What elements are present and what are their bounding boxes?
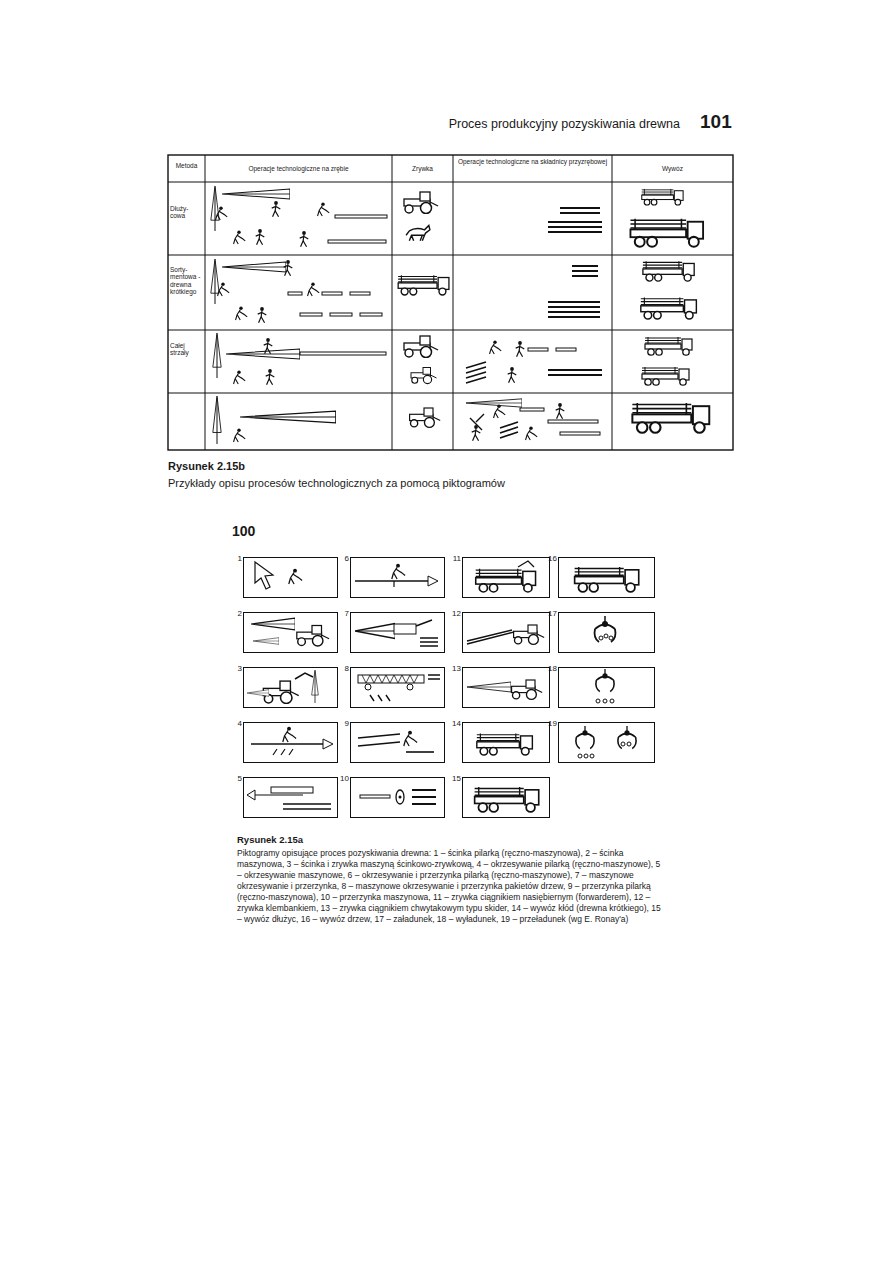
pictogram-box: 19 <box>558 722 655 763</box>
figure-number: Rysunek 2.15a <box>237 834 437 845</box>
pictogram-box: 13 <box>462 667 550 708</box>
pictogram-10 <box>360 790 436 804</box>
pictogram-box: 11 <box>462 557 550 598</box>
callout-number: 8 <box>345 665 349 673</box>
callout-number: 7 <box>345 610 349 618</box>
pictogram-1 <box>255 562 302 589</box>
pictogram-19 <box>576 726 636 758</box>
table-header: Wywóz <box>613 165 732 172</box>
pictogram-box: 6 <box>350 557 445 598</box>
callout-number: 3 <box>238 665 242 673</box>
pictogram-18 <box>596 669 614 703</box>
pictogram-17 <box>595 616 616 642</box>
pictogram-11 <box>476 561 536 592</box>
pictogram-box: 8 <box>350 667 445 708</box>
pictogram-9 <box>358 731 434 752</box>
table-grid <box>168 155 733 450</box>
pictogram-box: 5 <box>243 777 338 818</box>
callout-number: 18 <box>548 665 557 673</box>
pictogram-box: 16 <box>558 557 655 598</box>
pictogram-box: 17 <box>558 612 655 653</box>
pictogram-box: 2 <box>243 612 338 653</box>
row-pictograms <box>211 186 703 247</box>
callout-number: 16 <box>548 555 557 563</box>
pictogram-2 <box>251 618 329 646</box>
running-header: Proces produkcyjny pozyskiwania drewna <box>410 117 680 132</box>
figure-number: Rysunek 2.15b <box>168 460 368 473</box>
pictogram-box: 1 <box>243 557 338 598</box>
table-header: Operacje technologiczne na zrębie <box>206 165 391 172</box>
row-label: Dłuży- cowa <box>170 205 204 220</box>
callout-number: 2 <box>238 610 242 618</box>
callout-number: 19 <box>548 720 557 728</box>
table-header: Metoda <box>169 162 204 169</box>
row-label: Całej strzały <box>170 342 204 357</box>
table-header: Operacje technologiczne na składnicy prz… <box>455 158 610 165</box>
pictogram-box: 4 <box>243 722 338 763</box>
callout-number: 11 <box>453 555 461 563</box>
pictogram-5 <box>247 787 331 809</box>
figure-caption: Piktogramy opisujące proces pozyskiwania… <box>237 848 667 925</box>
callout-number: 13 <box>452 665 461 673</box>
pictogram-3 <box>247 670 318 703</box>
pictogram-6 <box>355 564 438 587</box>
pictogram-8 <box>358 675 440 701</box>
callout-number: 17 <box>548 610 557 618</box>
pictogram-box: 10 <box>350 777 445 818</box>
pictogram-14 <box>477 734 533 756</box>
pictogram-box: 9 <box>350 722 445 763</box>
pictogram-4 <box>251 727 333 755</box>
row-pictograms <box>211 259 697 323</box>
pictogram-13 <box>467 680 542 699</box>
pictogram-12 <box>467 625 544 644</box>
pictogram-7 <box>355 620 438 646</box>
callout-number: 12 <box>452 610 461 618</box>
pictogram-box: 14 <box>462 722 550 763</box>
row-pictograms <box>213 333 692 385</box>
callout-number: 4 <box>238 720 242 728</box>
pictogram-box: 18 <box>558 667 655 708</box>
row-pictograms <box>213 396 709 444</box>
figure-caption: Przykłady opisu procesów technologicznyc… <box>168 477 688 490</box>
pictogram-box: 15 <box>462 777 550 818</box>
callout-number: 15 <box>452 775 461 783</box>
pictogram-box: 12 <box>462 612 550 653</box>
pictogram-box: 7 <box>350 612 445 653</box>
callout-number: 10 <box>340 775 349 783</box>
callout-number: 14 <box>452 720 461 728</box>
row-label: Sorty- mentowa - drewna krótkiego <box>170 266 204 296</box>
page-number: 100 <box>232 524 272 539</box>
pictogram-16 <box>575 567 639 592</box>
table-header: Zrywka <box>393 165 452 172</box>
page-number: 101 <box>700 112 740 133</box>
callout-number: 6 <box>345 555 349 563</box>
callout-number: 9 <box>345 720 349 728</box>
pictogram-15 <box>475 787 539 812</box>
pictogram-box: 3 <box>243 667 338 708</box>
callout-number: 1 <box>238 555 242 563</box>
callout-number: 5 <box>238 775 242 783</box>
